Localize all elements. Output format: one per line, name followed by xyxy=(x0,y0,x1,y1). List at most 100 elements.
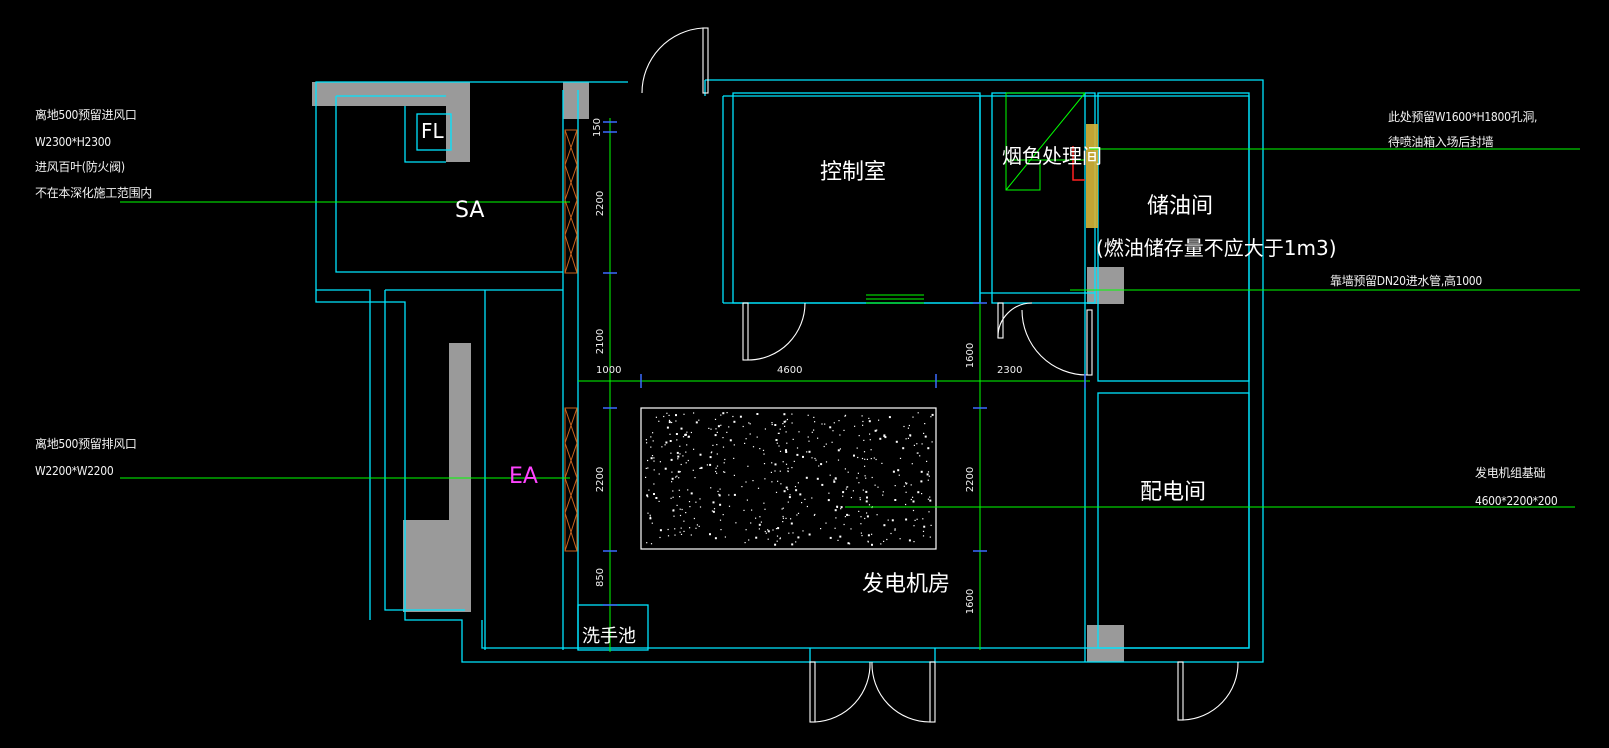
speckle-dot xyxy=(722,514,724,516)
intake-louver-zigzag xyxy=(564,129,578,274)
speckle-dot xyxy=(746,499,748,501)
speckle-dot xyxy=(917,491,920,494)
speckle-dot xyxy=(813,514,815,516)
top-left-column xyxy=(446,82,470,162)
speckle-dot xyxy=(690,534,692,536)
speckle-dot xyxy=(845,488,847,490)
intake-room-wall xyxy=(335,96,563,273)
speckle-dot xyxy=(715,470,717,473)
speckle-dot xyxy=(825,443,827,445)
speckle-dot xyxy=(676,439,678,441)
speckle-dot xyxy=(887,519,889,521)
speckle-dot xyxy=(673,515,675,517)
speckle-dot xyxy=(778,445,780,447)
speckle-dot xyxy=(678,477,680,479)
speckle-dot xyxy=(834,509,837,512)
speckle-dot xyxy=(652,440,654,442)
speckle-dot xyxy=(912,496,914,498)
speckle-dot xyxy=(690,492,693,495)
speckle-dot xyxy=(771,462,773,464)
speckle-dot xyxy=(653,483,655,485)
speckle-dot xyxy=(801,502,803,504)
speckle-dot xyxy=(671,481,673,483)
speckle-dot xyxy=(924,435,927,438)
distribution-door-leaf xyxy=(1177,661,1184,721)
speckle-dot xyxy=(824,423,826,425)
speckle-dot xyxy=(871,533,873,535)
speckle-dot xyxy=(856,447,858,449)
speckle-dot xyxy=(831,441,833,443)
speckle-dot xyxy=(828,492,830,494)
speckle-dot xyxy=(876,429,878,431)
speckle-dot xyxy=(829,536,832,539)
speckle-dot xyxy=(748,422,750,424)
speckle-dot xyxy=(808,533,811,536)
speckle-dot xyxy=(685,451,687,453)
speckle-dot xyxy=(651,455,654,457)
speckle-dot xyxy=(729,439,732,442)
speckle-dot xyxy=(673,509,675,511)
speckle-dot xyxy=(722,446,725,448)
speckle-dot xyxy=(723,462,725,464)
speckle-dot xyxy=(837,539,839,541)
speckle-dot xyxy=(867,541,869,543)
speckle-dot xyxy=(839,535,842,538)
speckle-dot xyxy=(698,525,700,527)
speckle-dot xyxy=(861,535,863,537)
speckle-dot xyxy=(919,455,921,457)
double-door-left-swing xyxy=(814,661,871,723)
speckle-dot xyxy=(679,496,681,498)
speckle-dot xyxy=(724,458,726,461)
speckle-dot xyxy=(647,467,649,469)
speckle-dot xyxy=(649,516,651,518)
speckle-dot xyxy=(929,496,931,498)
speckle-dot xyxy=(741,486,743,488)
speckle-dot xyxy=(685,462,687,464)
speckle-dot xyxy=(921,493,923,495)
speckle-dot xyxy=(857,456,859,459)
opening-note-line-1: 此处预留W1600*H1800孔洞, xyxy=(1388,110,1538,124)
speckle-dot xyxy=(820,528,822,530)
speckle-dot xyxy=(811,431,813,433)
speckle-dot xyxy=(865,477,867,479)
speckle-dot xyxy=(777,527,780,530)
speckle-dot xyxy=(700,466,703,469)
speckle-dot xyxy=(786,418,788,421)
speckle-dot xyxy=(869,433,871,435)
speckle-dot xyxy=(776,535,779,537)
speckle-dot xyxy=(689,527,691,529)
speckle-dot xyxy=(847,542,850,545)
exhaust-shaft-lower xyxy=(403,520,471,612)
speckle-dot xyxy=(669,433,671,435)
distribution-wall xyxy=(1097,392,1250,649)
speckle-dot xyxy=(751,509,753,511)
speckle-dot xyxy=(687,436,689,438)
speckle-dot xyxy=(785,420,787,422)
doors xyxy=(641,27,1239,723)
speckle-dot xyxy=(779,538,781,540)
speckle-dot xyxy=(763,463,766,465)
speckle-dot xyxy=(774,463,777,466)
speckle-dot xyxy=(912,500,915,503)
intake-room-wall-2 xyxy=(316,289,371,620)
speckle-dot xyxy=(712,501,715,504)
speckle-dot xyxy=(755,517,757,519)
speckle-dot xyxy=(708,427,710,429)
speckle-dot xyxy=(867,534,870,537)
speckle-dot xyxy=(689,506,691,508)
speckle-dot xyxy=(842,495,844,497)
speckle-dot xyxy=(710,452,712,454)
speckle-dot xyxy=(853,454,855,457)
speckle-dot xyxy=(860,532,862,534)
speckle-dot xyxy=(866,496,868,499)
speckle-dot xyxy=(842,491,845,494)
speckle-dot xyxy=(699,506,702,508)
speckle-dot xyxy=(861,457,864,460)
speckle-dot xyxy=(723,471,725,473)
speckle-dot xyxy=(718,494,721,497)
speckle-dot xyxy=(863,439,865,441)
room-oil-storage: 储油间 xyxy=(1147,194,1214,219)
speckle-dot xyxy=(682,455,684,457)
speckle-dot xyxy=(910,484,912,486)
label-floor-drain: FL xyxy=(421,119,444,143)
